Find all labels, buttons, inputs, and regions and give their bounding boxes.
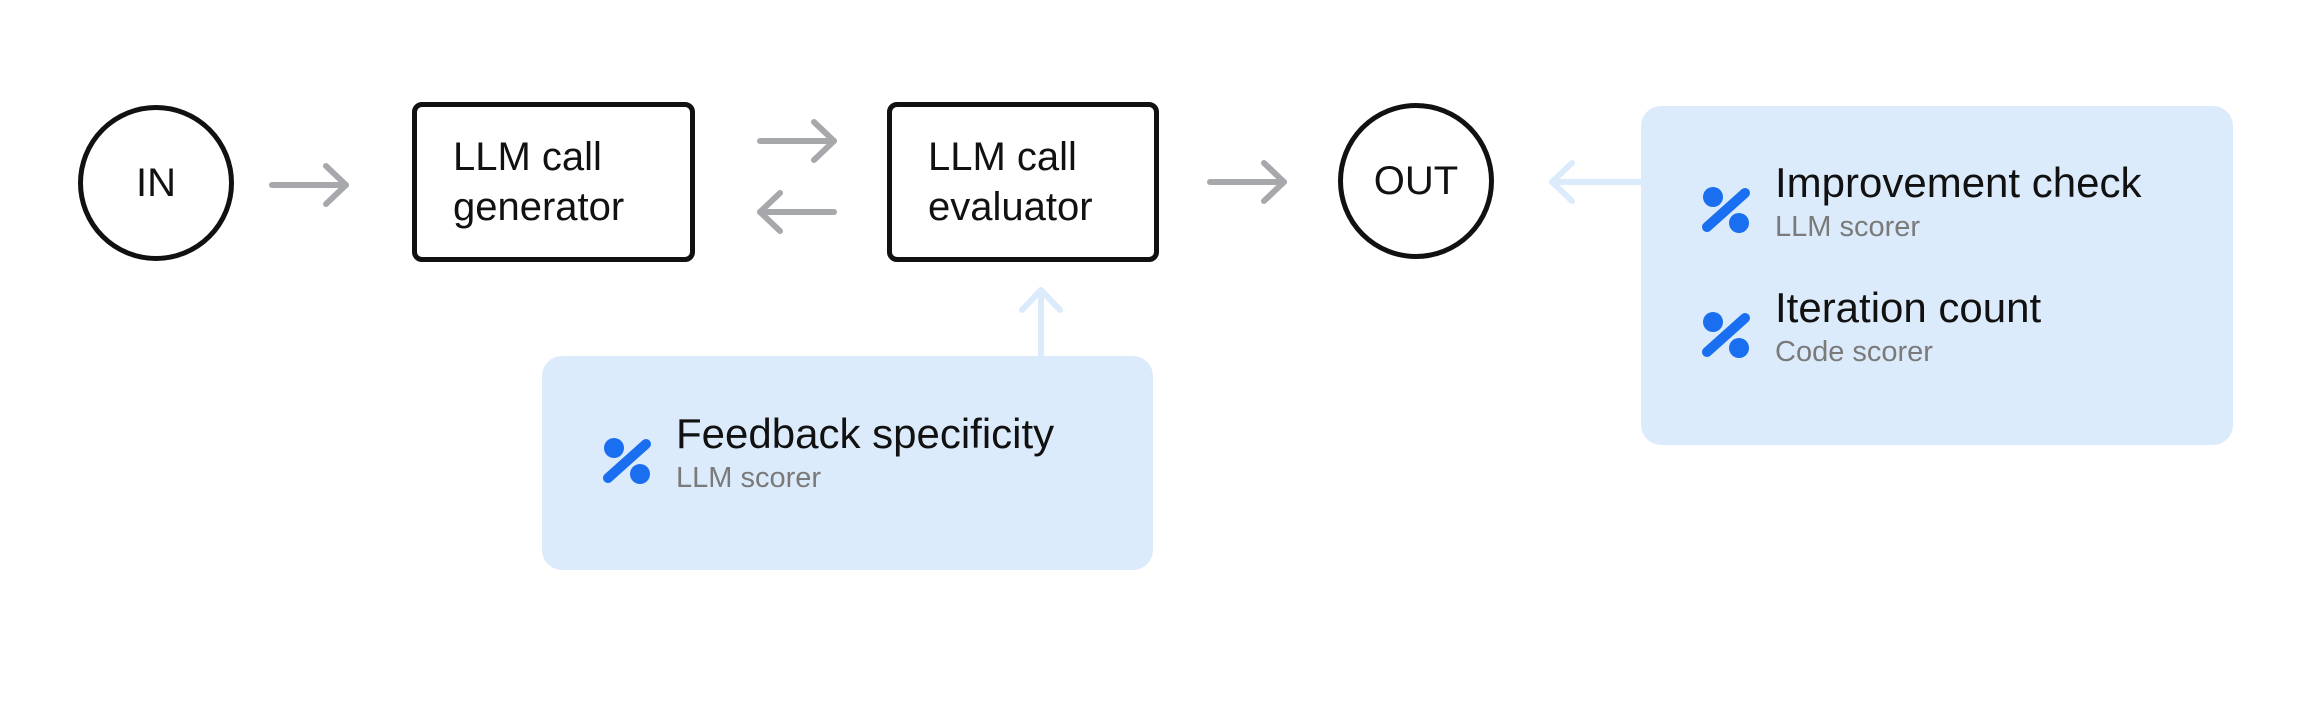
generator-node-label: LLM call generator <box>453 135 625 229</box>
scorer-type: LLM scorer <box>1775 211 1921 243</box>
percent-icon <box>603 438 651 484</box>
percent-icon <box>1702 187 1750 233</box>
scorer-name: Feedback specificity <box>676 410 1055 457</box>
scorer-name: Improvement check <box>1775 159 2142 206</box>
input-node-label: IN <box>136 160 176 205</box>
output-node-label: OUT <box>1373 158 1459 203</box>
evaluator-node: LLM call evaluator <box>887 102 1159 262</box>
percent-icon <box>1702 312 1750 358</box>
scorer-type: LLM scorer <box>676 462 822 494</box>
arrow-input-to-generator <box>269 163 349 207</box>
output-scorers-panel: Improvement check LLM scorer Iteration c… <box>1641 106 2233 445</box>
scorer-type: Code scorer <box>1775 336 1933 368</box>
output-node: OUT <box>1338 103 1494 259</box>
arrow-evaluator-to-output <box>1207 160 1287 204</box>
scorer-name: Iteration count <box>1775 284 2042 331</box>
evaluator-node-label: LLM call evaluator <box>928 135 1093 229</box>
arrow-output-scorer-to-output <box>1549 160 1649 204</box>
evaluator-scorers-panel: Feedback specificity LLM scorer <box>542 356 1153 570</box>
arrow-evaluator-scorer-to-evaluator <box>1019 287 1063 363</box>
input-node: IN <box>78 105 234 261</box>
generator-node: LLM call generator <box>412 102 695 262</box>
arrow-generator-to-evaluator <box>757 119 837 163</box>
arrow-evaluator-to-generator <box>757 190 837 234</box>
